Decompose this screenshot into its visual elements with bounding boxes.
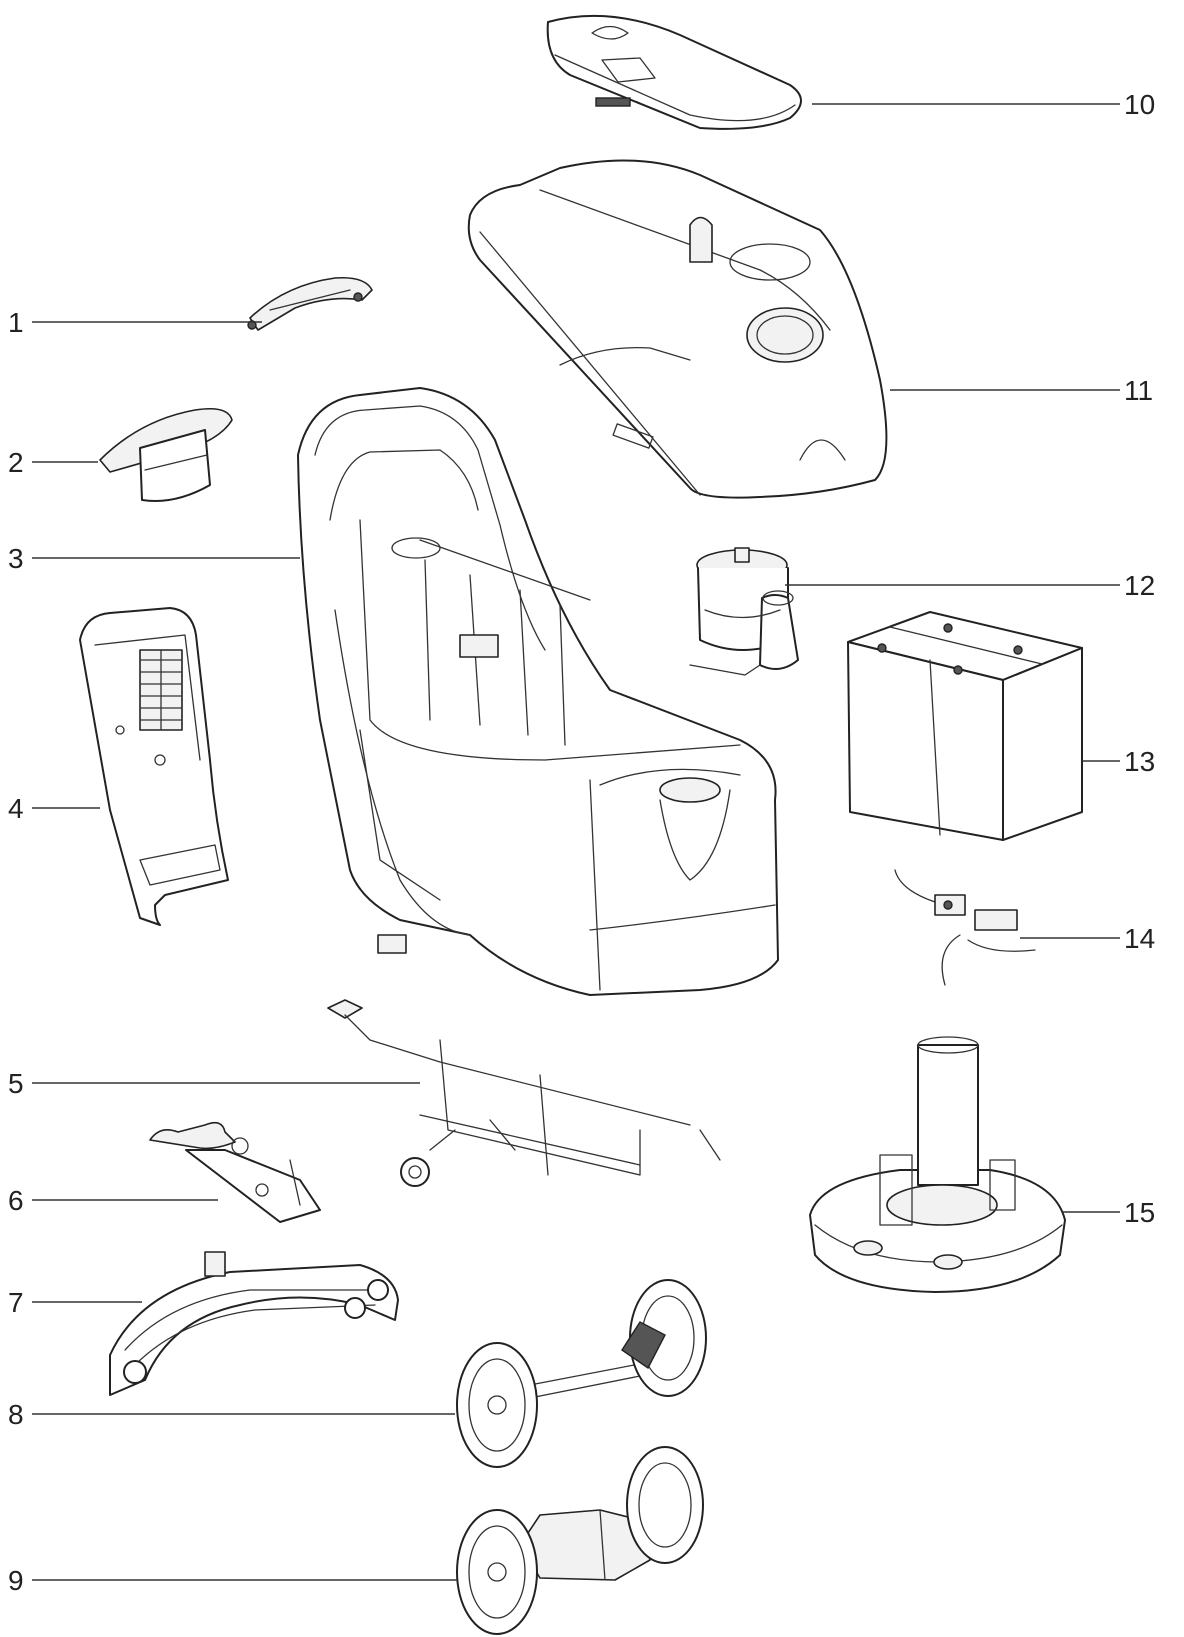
solution-valve-hoses-icon	[894, 869, 1036, 986]
battery-pack-icon	[847, 611, 1083, 841]
handle-bracket-icon	[247, 276, 373, 331]
callout-labels: 1 2 3 4 5 6 7 8 9 10 11 12 13 14 15	[8, 89, 1155, 1596]
brush-head-deck-icon	[809, 1036, 1066, 1293]
callout-8: 8	[8, 1399, 24, 1430]
callout-10: 10	[1124, 89, 1155, 120]
squeegee-assembly-icon	[109, 1251, 399, 1396]
recovery-tank-icon	[467, 159, 888, 499]
drive-wheel-motor-axle-icon	[456, 1446, 704, 1635]
wheel-axle-icon	[456, 1279, 707, 1468]
control-panel-housing-icon	[99, 407, 233, 502]
callout-7: 7	[8, 1287, 24, 1318]
callout-9: 9	[8, 1565, 24, 1596]
callout-11: 11	[1124, 375, 1153, 406]
squeegee-lift-linkage-icon	[327, 999, 721, 1187]
tank-cover-lid-icon	[546, 14, 802, 130]
callout-3: 3	[8, 543, 24, 574]
callout-2: 2	[8, 447, 24, 478]
vacuum-motor-icon	[689, 547, 799, 676]
callout-5: 5	[8, 1068, 24, 1099]
squeegee-bracket-icon	[149, 1121, 321, 1223]
machine-body-frame-icon	[297, 387, 779, 996]
leader-lines	[32, 103, 1120, 1581]
callout-12: 12	[1124, 570, 1155, 601]
callout-13: 13	[1124, 746, 1155, 777]
callout-14: 14	[1124, 923, 1155, 954]
callout-1: 1	[8, 307, 24, 338]
callout-4: 4	[8, 793, 24, 824]
electronic-control-board-icon	[79, 607, 229, 926]
callout-15: 15	[1124, 1197, 1155, 1228]
callout-6: 6	[8, 1185, 24, 1216]
